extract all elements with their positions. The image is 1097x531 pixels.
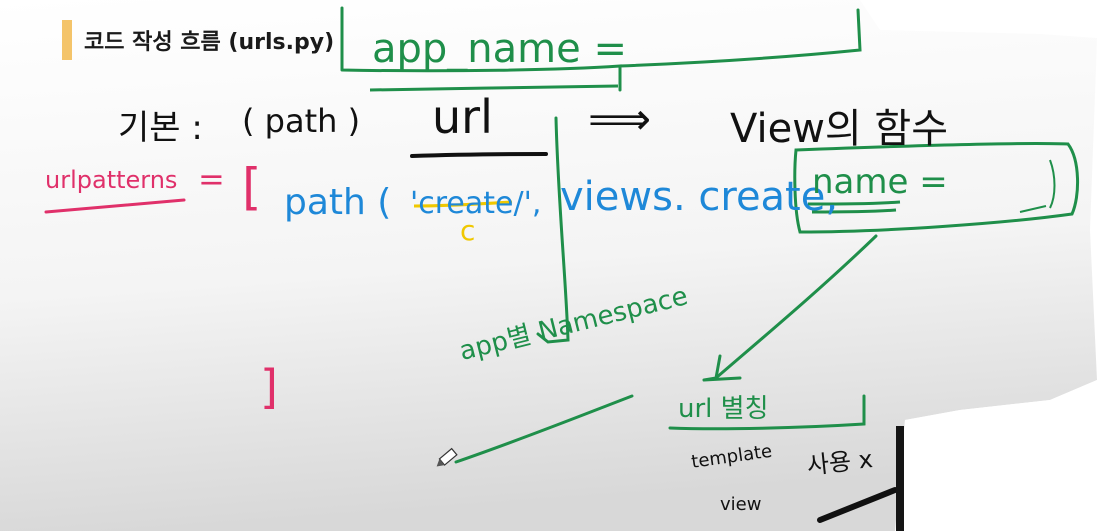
namespace-underline: [454, 394, 634, 464]
equals-sign: =: [198, 160, 225, 198]
name-eq-note: name =: [812, 162, 948, 202]
url-underline: [410, 152, 548, 158]
url-alias-note: url 별칭: [678, 394, 769, 424]
black-ink-stroke: [817, 487, 898, 523]
basic-label: 기본 :: [118, 108, 203, 148]
arrow-icon: ⟹: [588, 94, 652, 145]
bracket-open: [: [242, 158, 262, 216]
alias-arrow-line: [714, 234, 878, 380]
path-call-note: path (: [284, 182, 392, 223]
alias-arrow-head: [702, 354, 742, 382]
alias-bracket: [668, 394, 866, 431]
page-title: 코드 작성 흐름 (urls.py): [84, 30, 335, 55]
black-edge-stroke: [896, 426, 904, 531]
paper-right-edge: [896, 380, 1097, 531]
create-strikethrough: [413, 200, 513, 208]
name-box-inner: [1019, 159, 1056, 213]
app-name-box-stroke: [340, 6, 862, 92]
create-string-note: 'create/',: [410, 186, 542, 221]
view-function-note: View의 함수: [730, 106, 949, 152]
pencil-cursor-icon: [436, 447, 458, 467]
title-accent-bar: [62, 20, 72, 60]
used-x-note: 사용 x: [805, 445, 875, 480]
bracket-close: ]: [260, 360, 278, 414]
url-word: url: [432, 90, 493, 144]
urlpatterns-note: urlpatterns: [45, 166, 178, 194]
c-correction-note: c: [460, 214, 476, 247]
view-note: view: [720, 494, 762, 515]
name-box-stroke: [793, 141, 1080, 234]
name-underline: [807, 200, 901, 214]
app-name-note: app_name =: [372, 26, 627, 72]
app-name-underline: [369, 84, 619, 92]
views-create-note: views. create,: [560, 174, 839, 220]
paper-corner: [860, 0, 1097, 38]
title-bar: 코드 작성 흐름 (urls.py): [62, 20, 334, 60]
path-paren-note: ( path ): [242, 102, 361, 140]
urlpatterns-underline: [44, 198, 186, 214]
namespace-link-line: [536, 116, 570, 344]
